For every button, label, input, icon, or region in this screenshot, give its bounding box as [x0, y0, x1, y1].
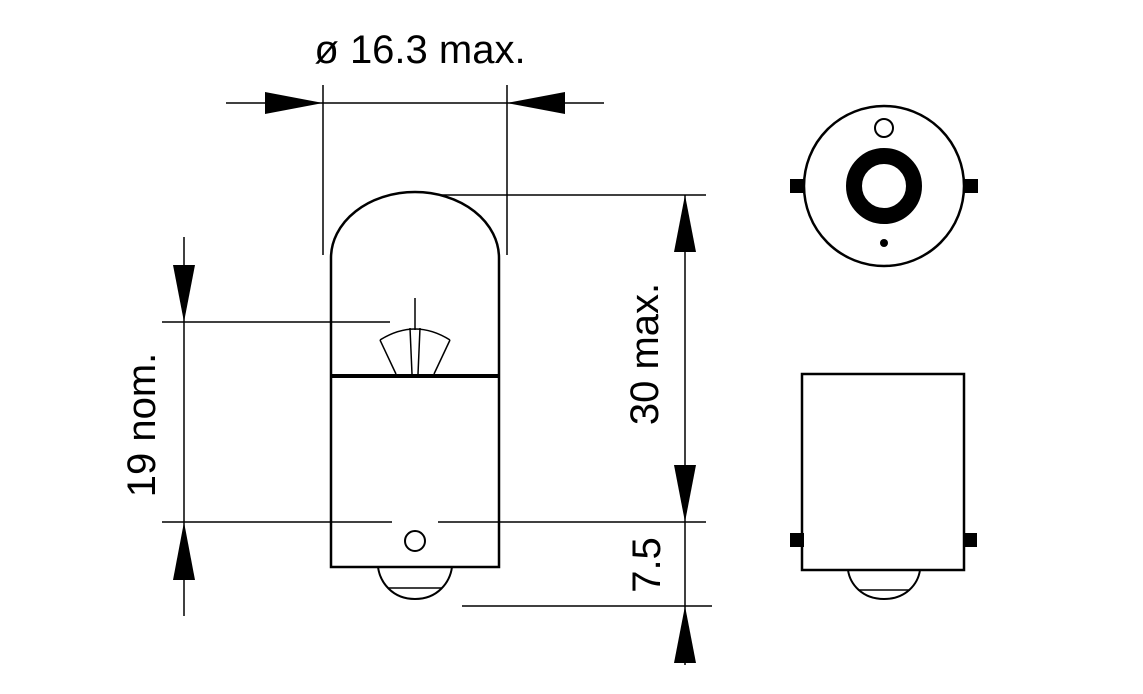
filament [379, 298, 451, 375]
cap-side-view [790, 372, 977, 601]
cap-side-outline [800, 372, 966, 572]
solder-contact [377, 566, 453, 601]
arrow-30-bottom [674, 465, 696, 522]
arrow-diameter-right [507, 92, 565, 114]
light-centre-label: 19 nom. [120, 353, 164, 498]
end-view-pin-right [964, 179, 978, 193]
end-view-contact-ring [846, 148, 922, 224]
arrow-19-bottom [173, 522, 195, 580]
arrow-diameter-left [265, 92, 323, 114]
cap-side-solder-contact [847, 569, 921, 601]
bulb-end-view [790, 104, 978, 268]
arrow-7-5-bottom [674, 606, 696, 663]
dimension-lines [162, 85, 712, 665]
end-view-small-hole [874, 118, 894, 138]
cap-side-pin-left [790, 533, 804, 547]
bayonet-pin [404, 530, 426, 552]
length-total-label: 30 max. [623, 283, 667, 425]
arrow-19-top [173, 265, 195, 322]
cap-side-pin-right [963, 533, 977, 547]
diameter-label: ø 16.3 max. [314, 28, 525, 72]
glass-envelope [329, 190, 501, 376]
metal-cap [329, 376, 501, 569]
arrow-30-top [674, 195, 696, 252]
end-view-dot [880, 239, 888, 247]
dimension-arrows [173, 92, 696, 663]
bulb-side-view [329, 190, 501, 601]
base-offset-label: 7.5 [625, 537, 669, 593]
end-view-pin-left [790, 179, 804, 193]
